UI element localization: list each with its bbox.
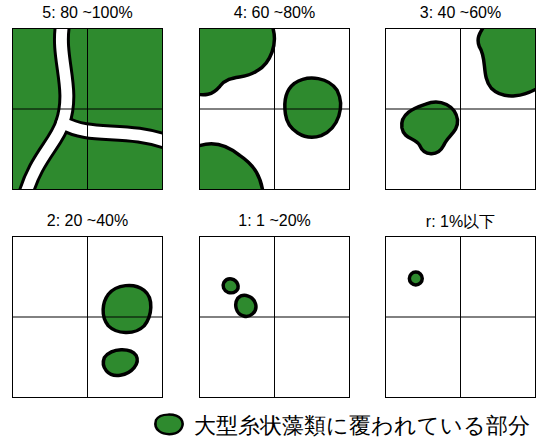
algae-cover — [13, 29, 162, 189]
coverage-panel: 2: 20 ~40% — [12, 236, 163, 398]
algae-cover — [386, 29, 535, 189]
legend-text: 大型糸状藻類に覆われている部分 — [194, 411, 530, 441]
coverage-panel: 4: 60 ~80% — [199, 28, 350, 190]
quadrat-square — [199, 236, 350, 398]
algae-cover — [386, 237, 535, 397]
coverage-class-label: 5: 80 ~100% — [12, 4, 163, 22]
quadrat-square — [12, 236, 163, 398]
legend-swatch — [150, 410, 186, 438]
algae-cover — [200, 29, 349, 189]
coverage-panel: 1: 1 ~20% — [199, 236, 350, 398]
coverage-class-label: 2: 20 ~40% — [12, 212, 163, 230]
quadrat-square — [12, 28, 163, 190]
coverage-panel: 3: 40 ~60% — [385, 28, 536, 190]
quadrat-square — [199, 28, 350, 190]
coverage-class-label: 4: 60 ~80% — [199, 4, 350, 22]
coverage-class-label: 3: 40 ~60% — [385, 4, 536, 22]
coverage-class-label: r: 1%以下 — [385, 212, 536, 233]
coverage-panel: r: 1%以下 — [385, 236, 536, 398]
coverage-class-label: 1: 1 ~20% — [199, 212, 350, 230]
quadrat-square — [385, 28, 536, 190]
algae-cover — [13, 237, 162, 397]
coverage-panel: 5: 80 ~100% — [12, 28, 163, 190]
quadrat-square — [385, 236, 536, 398]
algae-cover — [200, 237, 349, 397]
